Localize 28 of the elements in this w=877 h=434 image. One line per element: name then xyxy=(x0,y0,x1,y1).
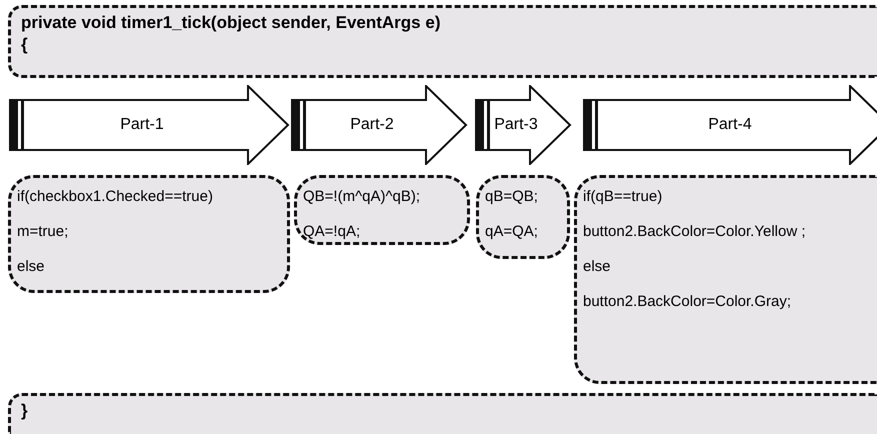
code-line: QB=!(m^qA)^qB); xyxy=(303,187,422,207)
code-line: qA=QA; xyxy=(485,222,539,242)
code-line: else xyxy=(583,257,612,277)
part-banner xyxy=(8,85,290,165)
part-banner xyxy=(474,85,572,165)
code-line: } xyxy=(21,400,29,422)
code-line: m=true; xyxy=(17,222,70,242)
code-box xyxy=(294,175,470,245)
arrow-label: Part-1 xyxy=(120,115,164,135)
arrow-label: Part-3 xyxy=(494,115,538,135)
arrow-label: Part-2 xyxy=(350,115,394,135)
part-banner xyxy=(290,85,468,165)
code-line: button2.BackColor=Color.Yellow ; xyxy=(583,222,806,242)
code-box xyxy=(476,175,570,259)
code-line: private void timer1_tick(object sender, EventArgs e) xyxy=(21,12,442,34)
code-line: qB=QB; xyxy=(485,187,539,207)
code-frame xyxy=(8,5,877,78)
code-box xyxy=(8,175,290,293)
code-line: { xyxy=(21,34,29,56)
arrow-label: Part-4 xyxy=(708,115,752,135)
code-line: if(checkbox1.Checked==true) xyxy=(17,187,214,207)
code-box xyxy=(574,175,877,384)
code-line: else xyxy=(17,257,46,277)
code-frame xyxy=(8,393,877,434)
code-line: button2.BackColor=Color.Gray; xyxy=(583,292,792,312)
code-line: if(qB==true) xyxy=(583,187,664,207)
part-banner xyxy=(582,85,877,165)
code-line: QA=!qA; xyxy=(303,222,362,242)
